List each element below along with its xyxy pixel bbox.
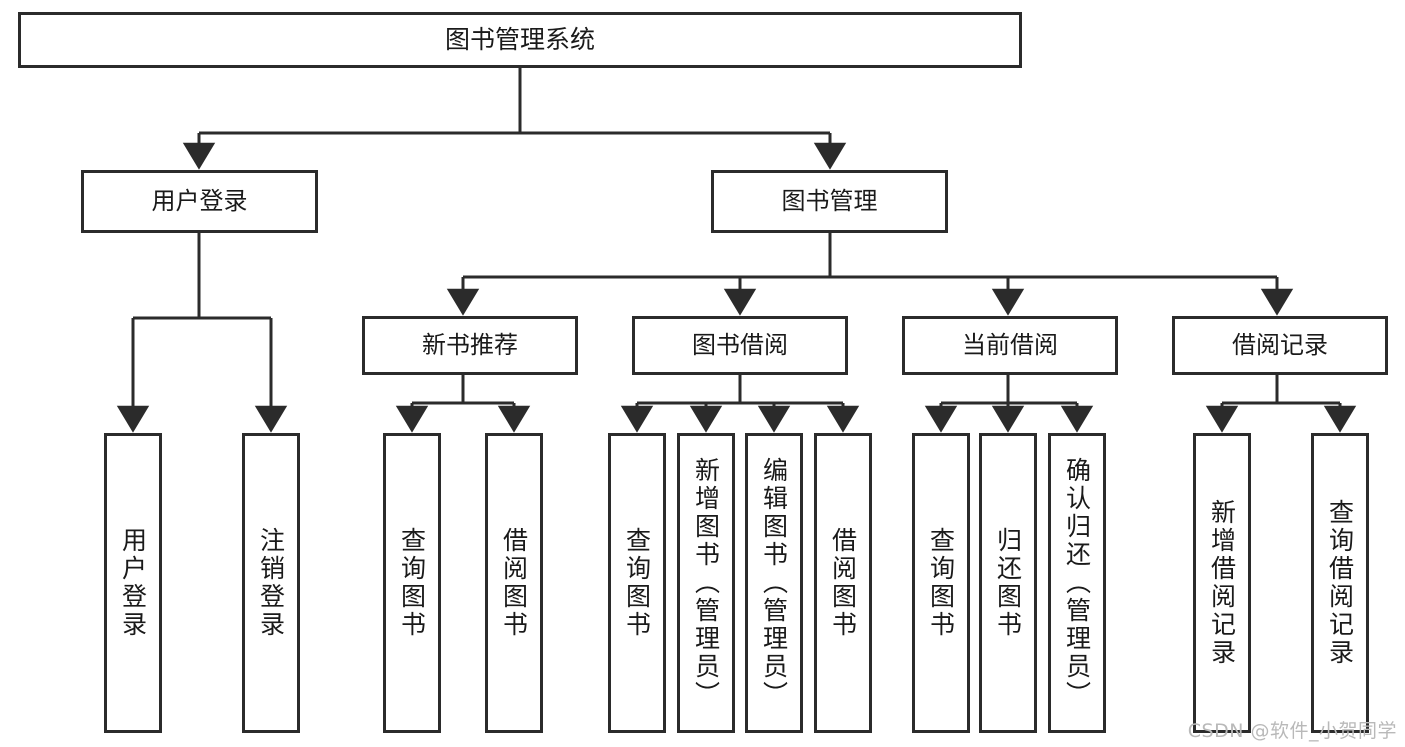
node-root-label: 图书管理系统 xyxy=(444,25,595,55)
node-book-borrow-label: 图书借阅 xyxy=(692,331,788,360)
leaf-borrow-book-newbook-label: 借阅图书 xyxy=(499,527,529,639)
node-new-book-recommend-label: 新书推荐 xyxy=(422,331,518,360)
node-book-management[interactable]: 图书管理 xyxy=(711,170,948,233)
leaf-confirm-return-admin[interactable]: 确认归还（管理员） xyxy=(1048,433,1106,733)
node-user-login[interactable]: 用户登录 xyxy=(81,170,318,233)
node-borrow-record-label: 借阅记录 xyxy=(1232,331,1328,360)
leaf-query-book-borrow[interactable]: 查询图书 xyxy=(608,433,666,733)
leaf-confirm-return-admin-label: 确认归还（管理员） xyxy=(1062,457,1092,709)
leaf-query-borrow-record[interactable]: 查询借阅记录 xyxy=(1311,433,1369,733)
node-book-borrow[interactable]: 图书借阅 xyxy=(632,316,848,375)
leaf-logout-label: 注销登录 xyxy=(256,527,286,639)
node-new-book-recommend[interactable]: 新书推荐 xyxy=(362,316,578,375)
leaf-logout[interactable]: 注销登录 xyxy=(242,433,300,733)
leaf-borrow-book[interactable]: 借阅图书 xyxy=(814,433,872,733)
node-root[interactable]: 图书管理系统 xyxy=(18,12,1022,68)
leaf-return-book[interactable]: 归还图书 xyxy=(979,433,1037,733)
leaf-add-borrow-record-label: 新增借阅记录 xyxy=(1207,499,1237,667)
leaf-edit-book-admin-label: 编辑图书（管理员） xyxy=(759,457,789,709)
node-book-management-label: 图书管理 xyxy=(781,187,878,216)
node-borrow-record[interactable]: 借阅记录 xyxy=(1172,316,1388,375)
csdn-watermark: CSDN @软件_小贺同学 xyxy=(1187,720,1397,742)
leaf-query-book-newbook-label: 查询图书 xyxy=(397,527,427,639)
node-current-borrow-label: 当前借阅 xyxy=(962,331,1058,360)
leaf-add-borrow-record[interactable]: 新增借阅记录 xyxy=(1193,433,1251,733)
leaf-add-book-admin[interactable]: 新增图书（管理员） xyxy=(677,433,735,733)
leaf-add-book-admin-label: 新增图书（管理员） xyxy=(691,457,721,709)
leaf-user-login[interactable]: 用户登录 xyxy=(104,433,162,733)
leaf-query-book-newbook[interactable]: 查询图书 xyxy=(383,433,441,733)
leaf-user-login-label: 用户登录 xyxy=(118,527,148,639)
leaf-query-book-borrow-label: 查询图书 xyxy=(622,527,652,639)
leaf-query-book-current-label: 查询图书 xyxy=(926,527,956,639)
node-current-borrow[interactable]: 当前借阅 xyxy=(902,316,1118,375)
leaf-return-book-label: 归还图书 xyxy=(993,527,1023,639)
leaf-query-borrow-record-label: 查询借阅记录 xyxy=(1325,499,1355,667)
leaf-edit-book-admin[interactable]: 编辑图书（管理员） xyxy=(745,433,803,733)
node-user-login-label: 用户登录 xyxy=(151,187,248,216)
leaf-query-book-current[interactable]: 查询图书 xyxy=(912,433,970,733)
leaf-borrow-book-label: 借阅图书 xyxy=(828,527,858,639)
leaf-borrow-book-newbook[interactable]: 借阅图书 xyxy=(485,433,543,733)
